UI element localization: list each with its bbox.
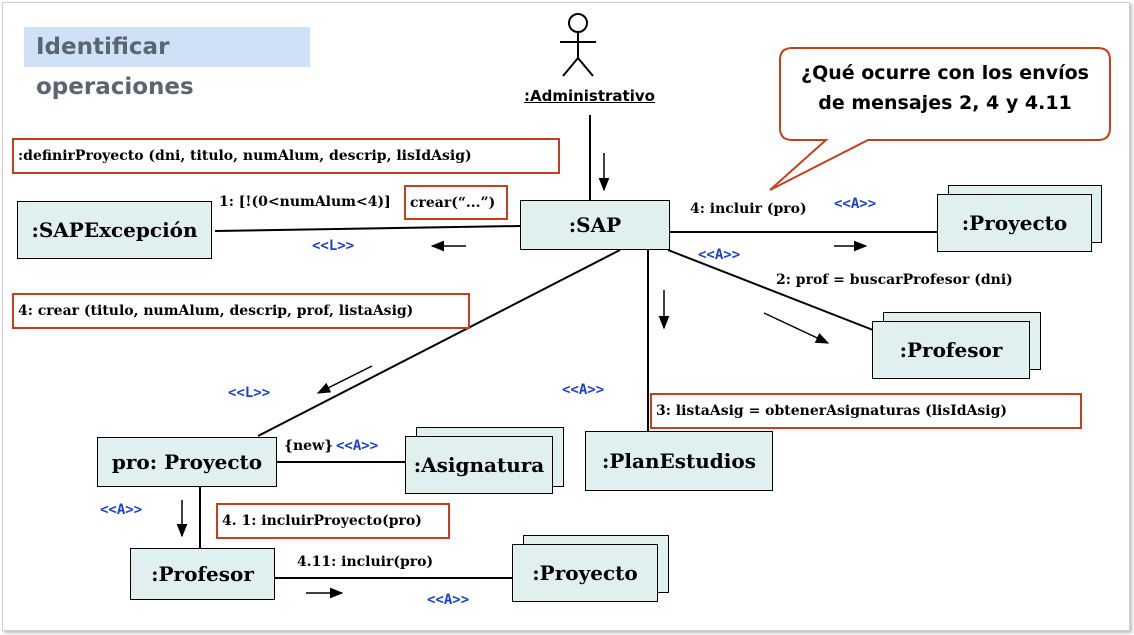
- stereotype-association: <<A>>: [834, 196, 877, 212]
- object-asignatura-multi: :Asignatura: [405, 436, 553, 494]
- stereotype-association: <<A>>: [698, 247, 741, 263]
- stereotype-association: <<A>>: [100, 502, 143, 518]
- association-links: [199, 115, 938, 579]
- actor-icon: [560, 13, 596, 77]
- object-proyecto-multi: :Proyecto: [937, 194, 1092, 252]
- arrow-diagonal-icon: [763, 312, 830, 344]
- stereotype-local: <<L>>: [228, 385, 271, 401]
- callout-line-1: ¿Qué ocurre con los envíos: [801, 62, 1089, 84]
- arrow-diagonal-icon: [316, 365, 373, 394]
- callout-bubble: [769, 47, 1111, 191]
- message-incluir: 4: incluir (pro): [690, 201, 807, 217]
- callout-text: ¿Qué ocurre con los envíos de mensajes 2…: [780, 58, 1110, 118]
- object-proyecto-multi-2: :Proyecto: [512, 544, 658, 602]
- object-sap: :SAP: [520, 200, 670, 250]
- message-incluir-4-11: 4.11: incluir(pro): [297, 554, 434, 570]
- message-buscar-profesor: 2: prof = buscarProfesor (dni): [776, 272, 1013, 288]
- callout-line-2: de mensajes 2, 4 y 4.11: [818, 92, 1072, 114]
- message-crear-exception: crear(“...”): [404, 185, 508, 220]
- object-plan-estudios: :PlanEstudios: [585, 431, 773, 491]
- message-incluir-proyecto: 4. 1: incluirProyecto(pro): [216, 503, 450, 539]
- object-profesor: :Profesor: [130, 548, 275, 600]
- actor-label: :Administrativo: [524, 87, 655, 105]
- stereotype-association: <<A>>: [336, 438, 379, 454]
- stereotype-association: <<A>>: [562, 382, 605, 398]
- message-definir-proyecto: :definirProyecto (dni, titulo, numAlum, …: [12, 138, 560, 174]
- message-crear: 4: crear (titulo, numAlum, descrip, prof…: [12, 293, 470, 329]
- message-new: {new}: [284, 438, 334, 454]
- message-obtener-asignaturas: 3: listaAsig = obtenerAsignaturas (lisId…: [650, 393, 1082, 429]
- object-profesor-multi: :Profesor: [872, 321, 1030, 379]
- message-guard: 1: [!(0<numAlum<4)]: [219, 194, 391, 210]
- object-pro-proyecto: pro: Proyecto: [97, 437, 277, 487]
- stereotype-association: <<A>>: [427, 592, 470, 608]
- message-arrows: [176, 153, 868, 599]
- object-sap-excepcion: :SAPExcepción: [17, 201, 212, 259]
- stereotype-local: <<L>>: [312, 238, 355, 254]
- slide-title: Identificar operaciones: [24, 27, 310, 100]
